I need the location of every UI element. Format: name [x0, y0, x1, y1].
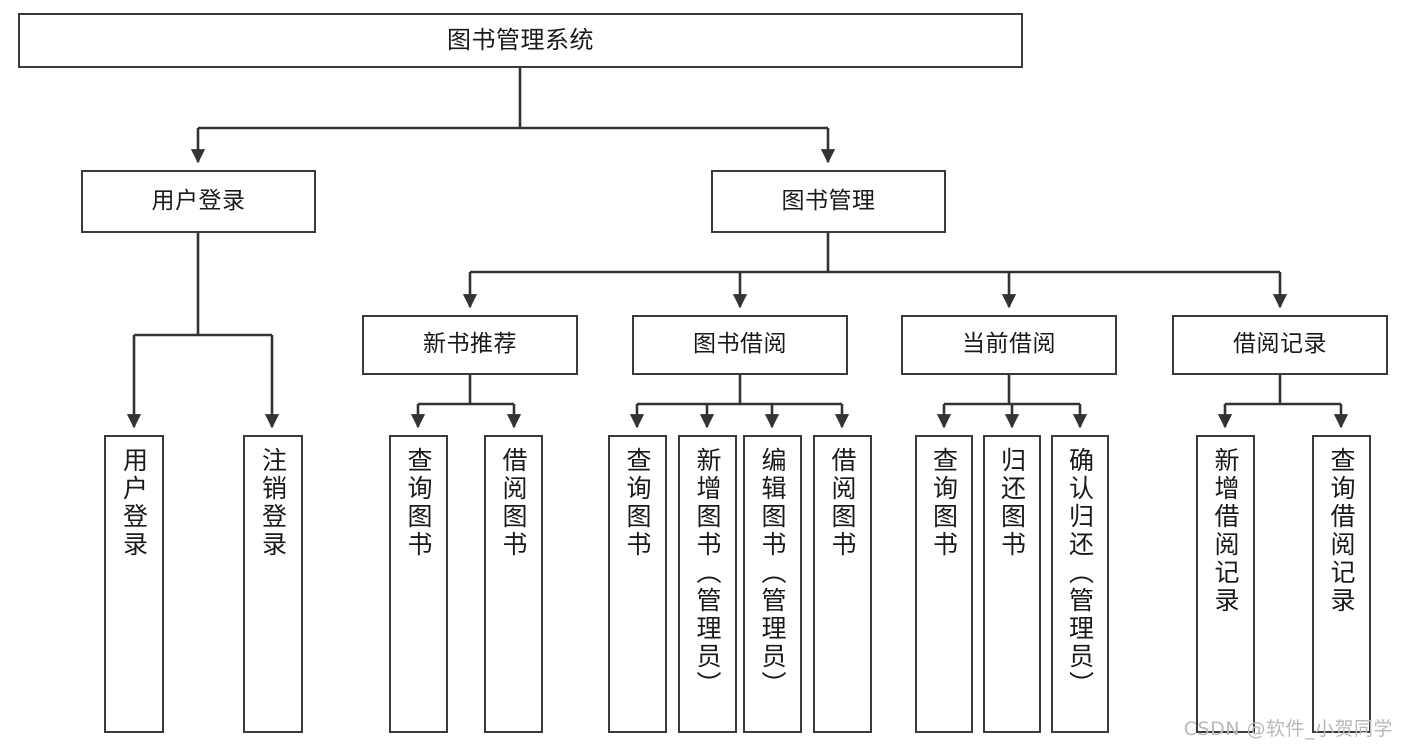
node-leaf-return-book[interactable]: 归还图书: [983, 435, 1041, 733]
node-leaf-query-book-2[interactable]: 查询图书: [608, 435, 667, 733]
node-leaf-edit-book-label: 编辑图书（管理员）: [758, 447, 787, 699]
node-current-borrow-label: 当前借阅: [962, 331, 1056, 358]
node-leaf-query-book-3[interactable]: 查询图书: [915, 435, 973, 733]
node-leaf-logout-label: 注销登录: [258, 447, 288, 559]
node-user-login-label: 用户登录: [151, 187, 246, 214]
node-book-borrow[interactable]: 图书借阅: [632, 315, 848, 375]
node-leaf-add-book[interactable]: 新增图书（管理员）: [678, 435, 737, 733]
node-leaf-user-login[interactable]: 用户登录: [104, 435, 164, 733]
node-leaf-add-record[interactable]: 新增借阅记录: [1196, 435, 1255, 733]
node-leaf-borrow-book-2-label: 借阅图书: [828, 447, 857, 559]
node-new-book-rec-label: 新书推荐: [423, 331, 517, 358]
node-new-book-rec[interactable]: 新书推荐: [362, 315, 578, 375]
node-leaf-query-record-label: 查询借阅记录: [1327, 447, 1356, 615]
node-root[interactable]: 图书管理系统: [18, 13, 1023, 68]
node-leaf-edit-book[interactable]: 编辑图书（管理员）: [743, 435, 802, 733]
node-borrow-record-label: 借阅记录: [1233, 331, 1327, 358]
node-book-manage-label: 图书管理: [781, 187, 876, 214]
node-leaf-confirm-return[interactable]: 确认归还（管理员）: [1051, 435, 1109, 733]
node-current-borrow[interactable]: 当前借阅: [901, 315, 1117, 375]
node-leaf-return-book-label: 归还图书: [997, 447, 1027, 559]
node-borrow-record[interactable]: 借阅记录: [1172, 315, 1388, 375]
node-leaf-add-record-label: 新增借阅记录: [1211, 447, 1240, 615]
node-user-login[interactable]: 用户登录: [81, 170, 316, 233]
node-leaf-confirm-return-label: 确认归还（管理员）: [1065, 447, 1095, 699]
node-leaf-query-record[interactable]: 查询借阅记录: [1312, 435, 1371, 733]
node-leaf-query-book-1[interactable]: 查询图书: [389, 435, 448, 733]
node-leaf-user-login-label: 用户登录: [119, 447, 149, 559]
node-book-borrow-label: 图书借阅: [693, 331, 787, 358]
node-leaf-borrow-book-1[interactable]: 借阅图书: [484, 435, 543, 733]
watermark: CSDN @软件_小贺同学: [1183, 718, 1393, 740]
node-leaf-borrow-book-2[interactable]: 借阅图书: [813, 435, 872, 733]
node-root-label: 图书管理系统: [447, 26, 594, 55]
node-leaf-borrow-book-1-label: 借阅图书: [499, 447, 528, 559]
node-leaf-query-book-1-label: 查询图书: [404, 447, 433, 559]
node-leaf-add-book-label: 新增图书（管理员）: [693, 447, 722, 699]
node-leaf-query-book-3-label: 查询图书: [929, 447, 959, 559]
node-leaf-logout[interactable]: 注销登录: [243, 435, 303, 733]
node-book-manage[interactable]: 图书管理: [711, 170, 946, 233]
node-leaf-query-book-2-label: 查询图书: [623, 447, 652, 559]
